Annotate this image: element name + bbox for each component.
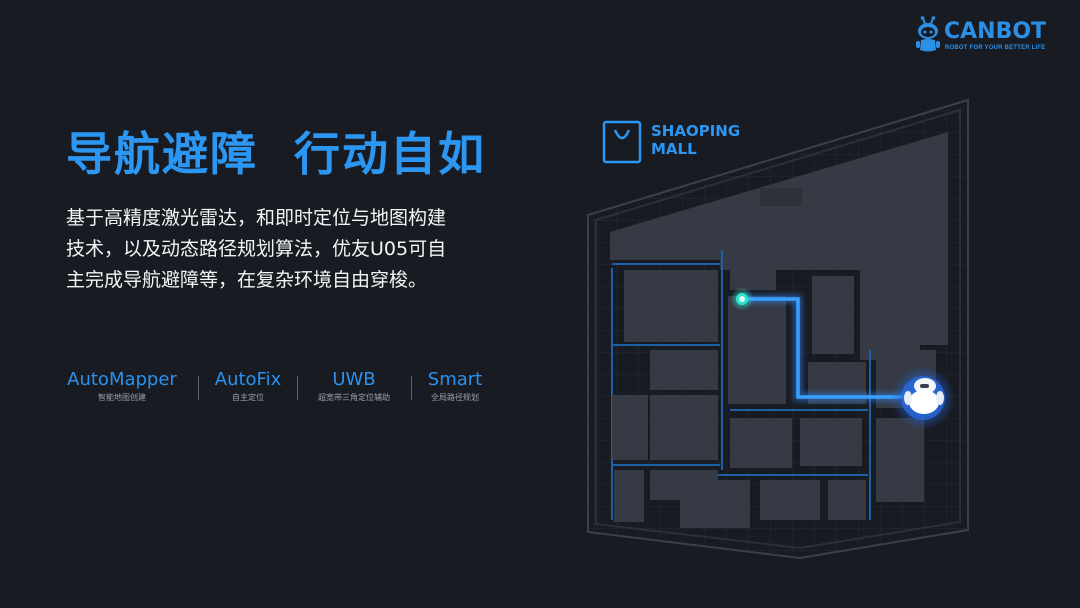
map-blocks xyxy=(612,268,936,528)
store-name: SHAOPING MALL xyxy=(651,122,740,158)
feature-name: AutoFix xyxy=(214,369,282,390)
map-block xyxy=(760,188,802,206)
feature-subtitle: 自主定位 xyxy=(232,393,264,402)
nav-path xyxy=(742,297,918,399)
store-name-line: SHAOPING xyxy=(651,122,741,140)
shopping-bag-icon xyxy=(602,120,642,164)
feature-subtitle: 全局路径规划 xyxy=(431,393,479,402)
feature-name: Smart xyxy=(427,369,483,390)
mall-floor-map xyxy=(587,98,969,560)
feature-divider xyxy=(297,376,298,400)
feature-subtitle: 智能地图创建 xyxy=(98,393,146,402)
description: 基于高精度激光雷达，和即时定位与地图构建 技术，以及动态路径规划算法，优友U05… xyxy=(66,203,496,296)
feature-uwb: UWB 超宽带三角定位辅助 xyxy=(308,368,400,404)
description-line: 主完成导航避障等，在复杂环境自由穿梭。 xyxy=(66,269,428,291)
description-line: 基于高精度激光雷达，和即时定位与地图构建 xyxy=(66,207,447,229)
feature-autofix: AutoFix 自主定位 xyxy=(208,368,288,404)
brand-slogan: ROBOT FOR YOUR BETTER LIFE xyxy=(945,45,1046,51)
feature-subtitle: 超宽带三角定位辅助 xyxy=(318,393,390,402)
feature-divider xyxy=(198,376,199,400)
start-point-icon xyxy=(730,287,754,311)
store-name-line: MALL xyxy=(651,140,697,158)
feature-automapper: AutoMapper 智能地图创建 xyxy=(60,368,184,404)
robot-icon xyxy=(891,366,955,430)
description-line: 技术，以及动态路径规划算法，优友U05可自 xyxy=(66,238,447,260)
feature-name: AutoMapper xyxy=(67,369,177,390)
feature-divider xyxy=(411,376,412,400)
feature-name: UWB xyxy=(332,369,376,390)
headline: 导航避障 行动自如 xyxy=(66,127,487,181)
robot-mascot-icon xyxy=(916,16,940,52)
feature-list: AutoMapper 智能地图创建 AutoFix 自主定位 UWB 超宽带三角… xyxy=(60,368,500,412)
brand-name: CANBOT xyxy=(944,19,1047,44)
canbot-logo: CANBOT ROBOT FOR YOUR BETTER LIFE xyxy=(914,16,1064,58)
feature-smart: Smart 全局路径规划 xyxy=(422,368,488,404)
